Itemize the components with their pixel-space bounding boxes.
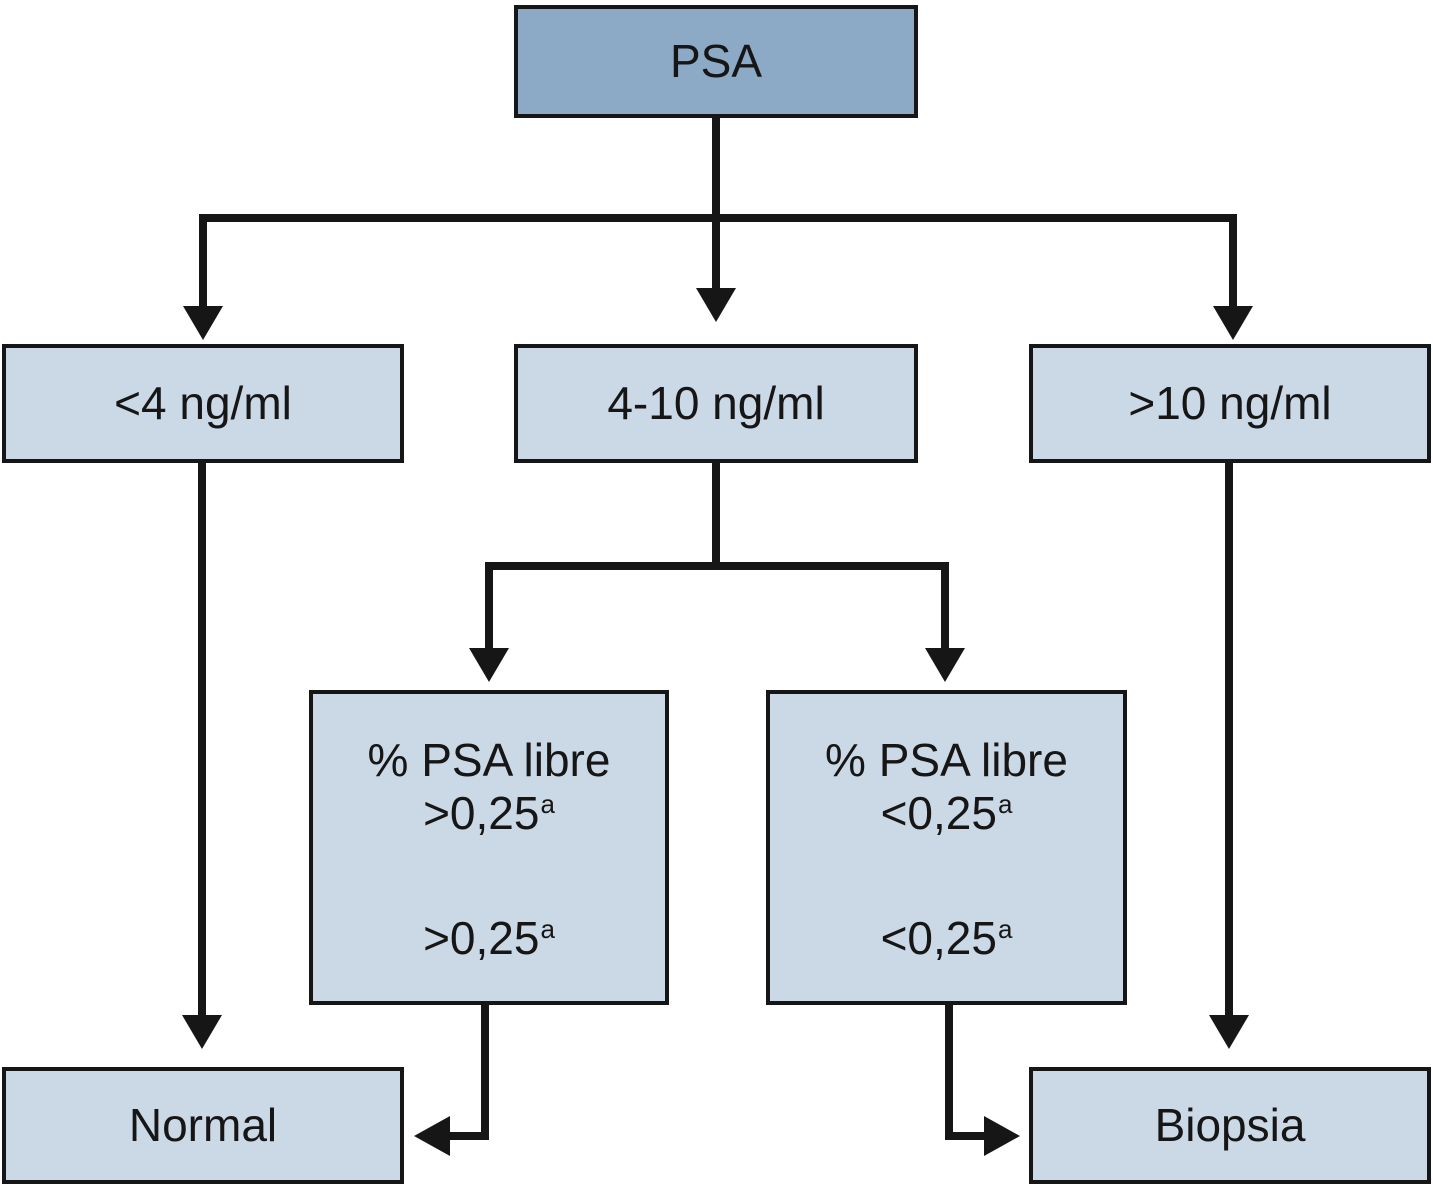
- node-outcome-normal: Normal: [2, 1067, 404, 1184]
- connector-level1-horizontal: [199, 214, 1237, 222]
- arrowhead-to-free-hi-icon: [469, 648, 509, 682]
- node-free-psa-high: % PSA libre >0,25a >0,25a: [309, 690, 669, 1005]
- node-free-psa-low-title: % PSA libre: [825, 734, 1068, 786]
- node-psa-4-10-label: 4-10 ng/ml: [607, 377, 825, 430]
- arrowhead-to-normal-icon: [182, 1015, 222, 1049]
- connector-drop-to-lt4: [199, 214, 207, 308]
- arrowhead-into-normal-icon: [414, 1116, 450, 1156]
- connector-free-hi-elbow-vertical: [481, 1004, 489, 1140]
- connector-drop-to-gt10: [1229, 214, 1237, 308]
- node-psa-lt4: <4 ng/ml: [2, 344, 404, 463]
- node-free-psa-high-value1-text: >0,25: [423, 786, 540, 839]
- arrowhead-to-free-lo-icon: [925, 648, 965, 682]
- connector-lt4-to-normal: [198, 462, 206, 1017]
- node-outcome-normal-label: Normal: [128, 1099, 278, 1152]
- connector-drop-to-free-lo: [941, 562, 949, 650]
- connector-level2-horizontal: [485, 562, 949, 570]
- node-free-psa-high-value1: >0,25a: [423, 787, 555, 840]
- node-psa-4-10: 4-10 ng/ml: [514, 344, 918, 463]
- connector-psa-down: [712, 117, 720, 290]
- node-psa: PSA: [514, 5, 918, 118]
- connector-gt10-to-biopsia: [1225, 462, 1233, 1017]
- node-outcome-biopsia: Biopsia: [1029, 1067, 1431, 1184]
- node-free-psa-high-value2-sup: a: [540, 913, 555, 944]
- node-outcome-biopsia-label: Biopsia: [1154, 1099, 1306, 1152]
- arrowhead-to-lt4-icon: [183, 306, 223, 340]
- connector-mid-down: [712, 462, 720, 570]
- arrowhead-to-mid-icon: [696, 288, 736, 322]
- arrowhead-into-biopsia-icon: [984, 1116, 1020, 1156]
- node-psa-gt10: >10 ng/ml: [1029, 344, 1431, 463]
- node-psa-lt4-label: <4 ng/ml: [114, 377, 292, 430]
- connector-drop-to-free-hi: [485, 562, 493, 650]
- node-free-psa-high-value1-sup: a: [540, 788, 555, 819]
- node-psa-label: PSA: [669, 35, 763, 88]
- node-free-psa-low-value1-sup: a: [997, 788, 1013, 819]
- node-free-psa-low-value1-text: <0,25: [880, 786, 997, 839]
- node-free-psa-high-value2: >0,25a: [423, 912, 555, 965]
- node-free-psa-low: % PSA libre <0,25a <0,25a: [766, 690, 1127, 1005]
- node-free-psa-low-value2-text: <0,25: [880, 911, 997, 964]
- node-free-psa-low-value1: <0,25a: [881, 787, 1013, 840]
- node-free-psa-low-value2: <0,25a: [881, 912, 1013, 965]
- node-psa-gt10-label: >10 ng/ml: [1128, 377, 1332, 430]
- arrowhead-to-gt10-icon: [1213, 306, 1253, 340]
- node-free-psa-high-title: % PSA libre: [367, 734, 611, 786]
- node-free-psa-low-value2-sup: a: [997, 913, 1013, 944]
- connector-free-lo-elbow-horizontal: [953, 1132, 986, 1140]
- connector-free-lo-elbow-vertical: [945, 1004, 953, 1140]
- connector-free-hi-elbow-horizontal: [448, 1132, 489, 1140]
- node-free-psa-high-value2-text: >0,25: [423, 911, 540, 964]
- arrowhead-to-biopsia-icon: [1209, 1015, 1249, 1049]
